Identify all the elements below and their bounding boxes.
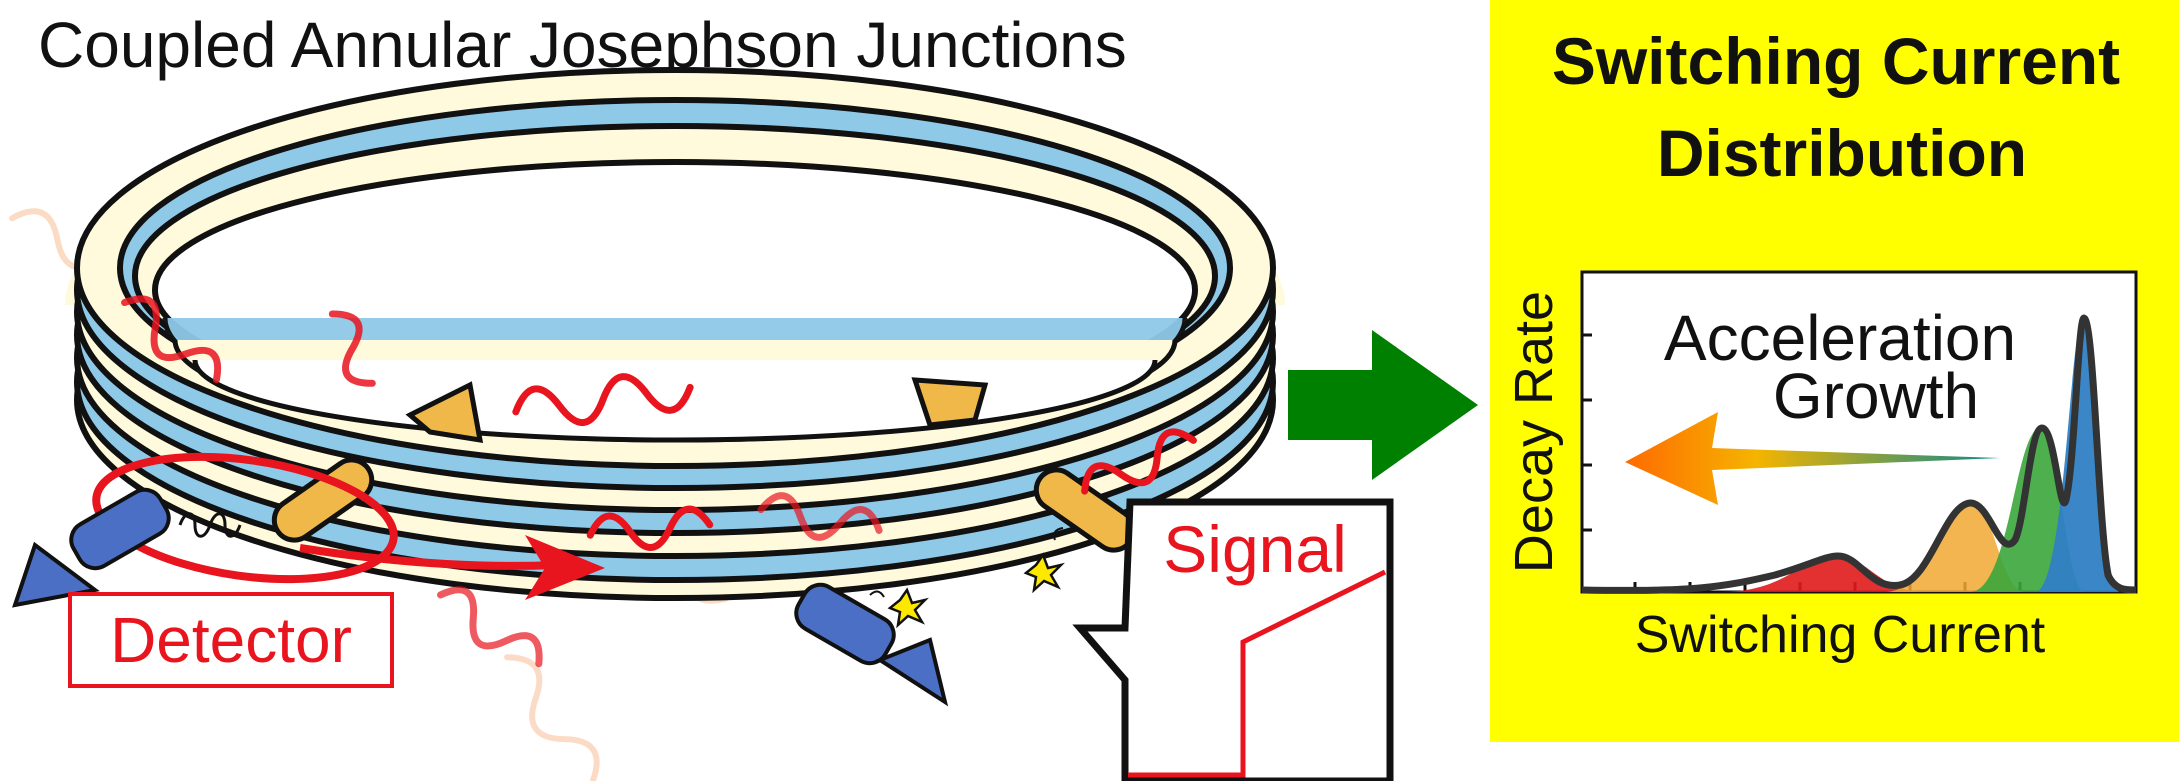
blue-arrow-right-shaft xyxy=(794,582,896,666)
electrode-top-left xyxy=(405,381,484,444)
detector-trajectory-arrow xyxy=(299,544,556,570)
peak-blue xyxy=(2035,318,2120,592)
electrodes xyxy=(271,377,1137,553)
spark-icon-1 xyxy=(887,587,929,629)
signal-label: Signal xyxy=(1163,512,1346,586)
annular-junction-rings xyxy=(65,67,1285,601)
result-panel-title-line1: Switching Current xyxy=(1552,24,2120,98)
peak-orange xyxy=(1885,503,2025,592)
blue-arrow-right-head xyxy=(875,637,949,707)
annotation-acceleration: Acceleration xyxy=(1664,302,2016,374)
spark-icon-2 xyxy=(1023,552,1065,594)
peak-red xyxy=(1720,555,1925,592)
inset-xlabel: Switching Current xyxy=(1635,606,2046,664)
signal-callout: Signal xyxy=(1072,498,1394,781)
diagram-title: Coupled Annular Josephson Junctions xyxy=(38,9,1127,81)
signal-trace xyxy=(1128,569,1387,778)
distribution-envelope xyxy=(1581,314,2137,594)
detector-region-outline xyxy=(92,452,398,584)
acceleration-arrow xyxy=(1625,412,2000,505)
inset-ylabel: Decay Rate xyxy=(1504,291,1564,573)
annotation-growth: Growth xyxy=(1773,360,1979,432)
blue-arrows xyxy=(12,487,949,707)
photon-waves-foreground xyxy=(121,295,1197,668)
electrode-top-right xyxy=(911,377,989,428)
spark-lines xyxy=(869,527,1064,598)
flow-arrow-green xyxy=(1288,330,1478,480)
result-panel-title-line2: Distribution xyxy=(1657,116,2027,190)
spring-coil xyxy=(178,512,242,538)
electrode-left-cylinder xyxy=(271,457,375,543)
blue-arrow-left-head xyxy=(12,541,100,608)
detector-label: Detector xyxy=(110,604,352,676)
quasiparticle-sparks xyxy=(887,552,1065,629)
distribution-inset: Acceleration Growth xyxy=(1580,270,2138,594)
blue-arrow-left-shaft xyxy=(69,487,171,571)
detector-arrowhead xyxy=(525,535,605,600)
detector-label-box: Detector xyxy=(68,592,394,688)
